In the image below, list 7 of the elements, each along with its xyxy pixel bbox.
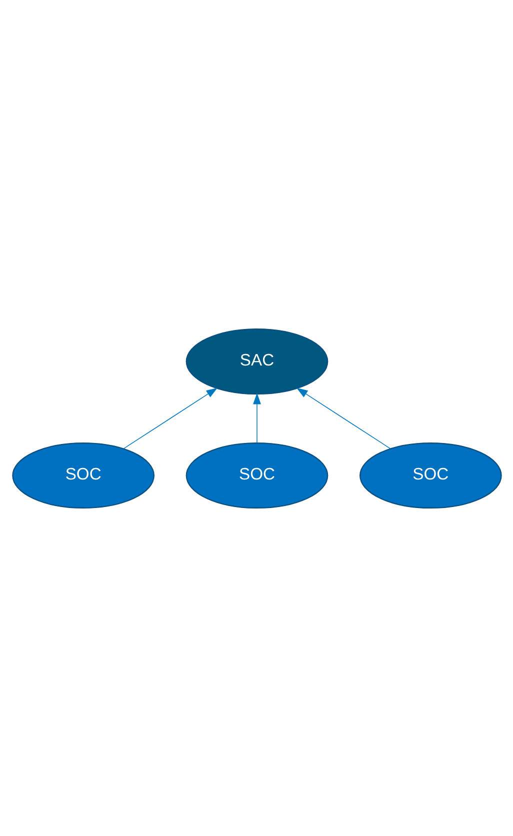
node-ellipse: SOC <box>359 442 502 508</box>
arrow <box>252 392 260 443</box>
node-ellipse: SOC <box>12 442 154 508</box>
arrow <box>122 387 218 449</box>
node-ellipse: SOC <box>185 442 328 508</box>
arrow <box>296 387 390 449</box>
node-ellipse: SAC <box>185 328 328 394</box>
